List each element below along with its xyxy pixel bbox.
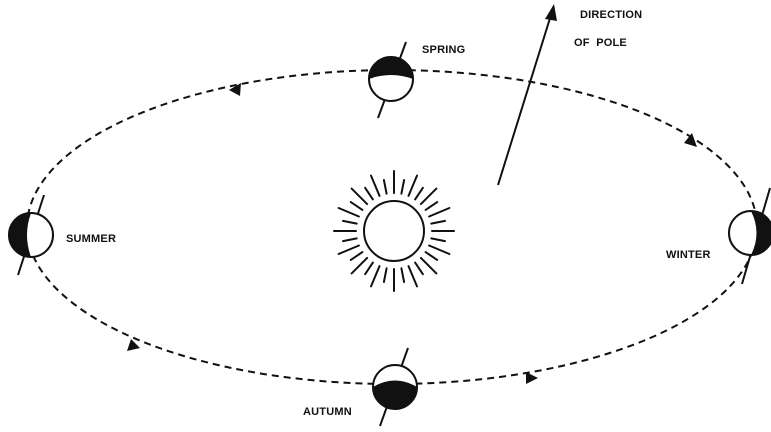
sun-ray — [352, 258, 368, 274]
label-direction-line1: DIRECTION — [580, 9, 642, 21]
sun-ray — [384, 268, 387, 282]
sun-ray — [421, 258, 437, 274]
sun-ray — [343, 221, 357, 224]
arrow-top-right — [684, 133, 697, 147]
earth-summer — [9, 195, 53, 275]
sun-ray — [365, 263, 373, 275]
sun-ray — [415, 263, 423, 275]
arrow-bottom-right — [526, 372, 538, 384]
sun-ray — [365, 188, 373, 200]
sun-ray — [431, 238, 445, 241]
sun-ray — [351, 252, 363, 260]
label-winter: WINTER — [666, 249, 711, 261]
label-autumn: AUTUMN — [303, 406, 352, 418]
pole-direction-arrowhead — [545, 4, 557, 21]
sun-ray — [421, 189, 437, 205]
earth-winter — [729, 188, 771, 284]
sun-ray — [401, 180, 404, 194]
sun-ray — [352, 189, 368, 205]
sun-ray — [371, 266, 380, 286]
sun-ray — [339, 208, 359, 217]
sun-ray — [384, 180, 387, 194]
sun — [334, 171, 454, 291]
sun-disc — [364, 201, 424, 261]
sun-ray — [409, 266, 418, 286]
sun-ray — [415, 188, 423, 200]
sun-ray — [351, 202, 363, 210]
sun-ray — [401, 268, 404, 282]
pole-direction-arrow — [498, 4, 557, 185]
sun-ray — [371, 176, 380, 196]
earth-autumn — [373, 348, 417, 426]
sun-ray — [426, 202, 438, 210]
earth-autumn-shadow — [373, 381, 417, 410]
label-summer: SUMMER — [66, 233, 116, 245]
sun-ray — [343, 238, 357, 241]
sun-ray — [339, 246, 359, 255]
label-direction-line2: OF POLE — [574, 37, 627, 49]
sun-ray — [429, 208, 449, 217]
sun-ray — [429, 246, 449, 255]
sun-ray — [426, 252, 438, 260]
sun-ray — [431, 221, 445, 224]
pole-direction-shaft — [498, 15, 551, 185]
label-spring: SPRING — [422, 44, 465, 56]
sun-ray — [409, 176, 418, 196]
earth-spring — [369, 42, 413, 118]
